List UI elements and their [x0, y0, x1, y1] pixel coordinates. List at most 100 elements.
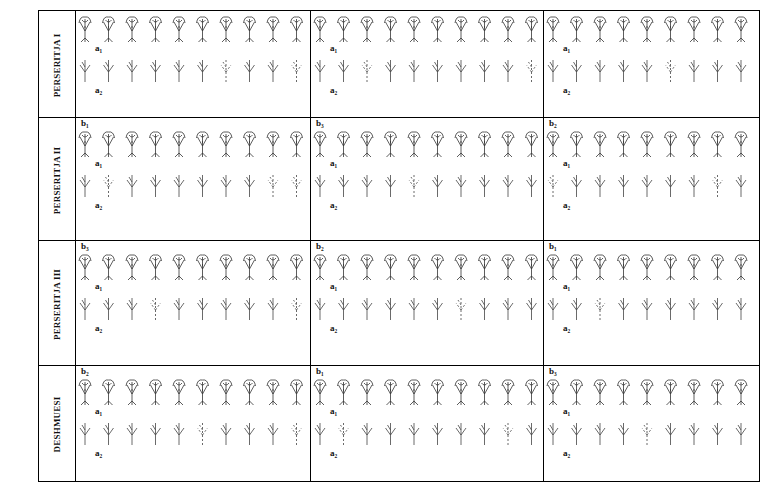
seedling-icon — [666, 298, 676, 320]
variant-label: a₂ — [329, 201, 338, 210]
tree-icon — [735, 132, 747, 157]
tree-icon — [338, 17, 350, 42]
tree-icon — [103, 380, 115, 405]
seedling-icon — [104, 60, 114, 82]
tree-icon — [641, 255, 653, 280]
tree-icon — [432, 380, 444, 405]
tree-icon — [220, 132, 232, 157]
seedling-icon — [386, 423, 396, 445]
replication-label: DESHMUESI — [53, 397, 62, 453]
replication-band: DESHMUESIb₂a₁a₂b₁a₁a₂b₃a₁a₂ — [38, 365, 760, 482]
tree-icon — [502, 380, 514, 405]
tree-icon — [547, 380, 559, 405]
variant-label: a₁ — [562, 159, 571, 168]
seedling-icon — [503, 298, 513, 320]
tree-icon — [197, 132, 209, 157]
seedling-icon — [456, 60, 466, 82]
seedling-icon — [151, 175, 161, 197]
seedling-icon — [456, 423, 466, 445]
plot-cell: b₂a₁a₂ — [310, 241, 543, 365]
seedling-icon — [245, 298, 255, 320]
seedling-icon — [642, 423, 652, 445]
tree-icon — [197, 255, 209, 280]
replication-band: PERSERITJA IIIb₃a₁a₂b₂a₁a₂b₁a₁a₂ — [38, 240, 760, 366]
seedling-icon — [104, 423, 114, 445]
seedling-icon — [572, 175, 582, 197]
tree-icon — [735, 17, 747, 42]
tree-icon — [594, 17, 606, 42]
tree-row — [79, 17, 747, 405]
tree-icon — [126, 380, 138, 405]
seedling-icon — [572, 60, 582, 82]
seedling-icon — [127, 60, 137, 82]
tree-icon — [571, 380, 583, 405]
replication-label: PERSERITJA I — [53, 33, 62, 97]
seedling-icon — [736, 175, 746, 197]
variant-label: a₂ — [94, 324, 103, 333]
seedling-icon — [503, 175, 513, 197]
seedling-icon — [292, 423, 302, 445]
seedling-icon — [409, 423, 419, 445]
seedling-icon — [245, 175, 255, 197]
tree-icon — [338, 132, 350, 157]
variant-label: a₁ — [94, 407, 103, 416]
tree-icon — [408, 17, 420, 42]
seedling-icon — [666, 60, 676, 82]
seedling-icon — [315, 298, 325, 320]
tree-icon — [314, 132, 326, 157]
tree-icon — [267, 17, 279, 42]
tree-icon — [338, 380, 350, 405]
variant-label: a₁ — [94, 159, 103, 168]
tree-icon — [618, 255, 630, 280]
seedling-icon — [572, 423, 582, 445]
tree-icon — [455, 255, 467, 280]
seedling-icon — [666, 175, 676, 197]
seedling-icon — [548, 423, 558, 445]
tree-icon — [526, 380, 538, 405]
seedling-icon — [292, 298, 302, 320]
seedling-icon — [527, 60, 537, 82]
tree-icon — [712, 17, 724, 42]
seedling-icon — [409, 298, 419, 320]
tree-icon — [547, 17, 559, 42]
variant-label: a₂ — [94, 201, 103, 210]
tree-icon — [641, 132, 653, 157]
variant-label: a₂ — [562, 201, 571, 210]
tree-icon — [618, 132, 630, 157]
seedling-icon — [572, 298, 582, 320]
seedling-icon — [527, 175, 537, 197]
variant-label: a₂ — [94, 86, 103, 95]
replication-label: PERSERITJA III — [53, 268, 62, 339]
tree-icon — [526, 17, 538, 42]
tree-icon — [641, 17, 653, 42]
variant-label: a₁ — [94, 44, 103, 53]
seedling-icon — [736, 60, 746, 82]
seedling-icon — [433, 423, 443, 445]
seedling-icon — [315, 423, 325, 445]
tree-icon — [547, 255, 559, 280]
plot-cell: b₁a₁a₂ — [543, 241, 760, 365]
treatment-label: b₃ — [548, 367, 558, 376]
seedling-icon — [689, 298, 699, 320]
seedling-icon — [480, 60, 490, 82]
seedling-icon — [245, 423, 255, 445]
seedling-icon — [619, 423, 629, 445]
seedling-icon — [642, 175, 652, 197]
seedling-icon — [409, 175, 419, 197]
tree-icon — [665, 380, 677, 405]
tree-icon — [688, 380, 700, 405]
tree-icon — [291, 255, 303, 280]
plot-cell: b₃a₁a₂ — [543, 366, 760, 481]
seedling-icon — [409, 60, 419, 82]
seedling-icon — [127, 298, 137, 320]
tree-icon — [126, 132, 138, 157]
seedling-icon — [268, 60, 278, 82]
seedling-icon — [151, 298, 161, 320]
tree-icon — [688, 255, 700, 280]
seedling-icon — [362, 60, 372, 82]
plot-cell: b₁a₁a₂ — [75, 118, 310, 240]
tree-icon — [79, 255, 91, 280]
tree-icon — [571, 132, 583, 157]
seedling-icon — [386, 175, 396, 197]
